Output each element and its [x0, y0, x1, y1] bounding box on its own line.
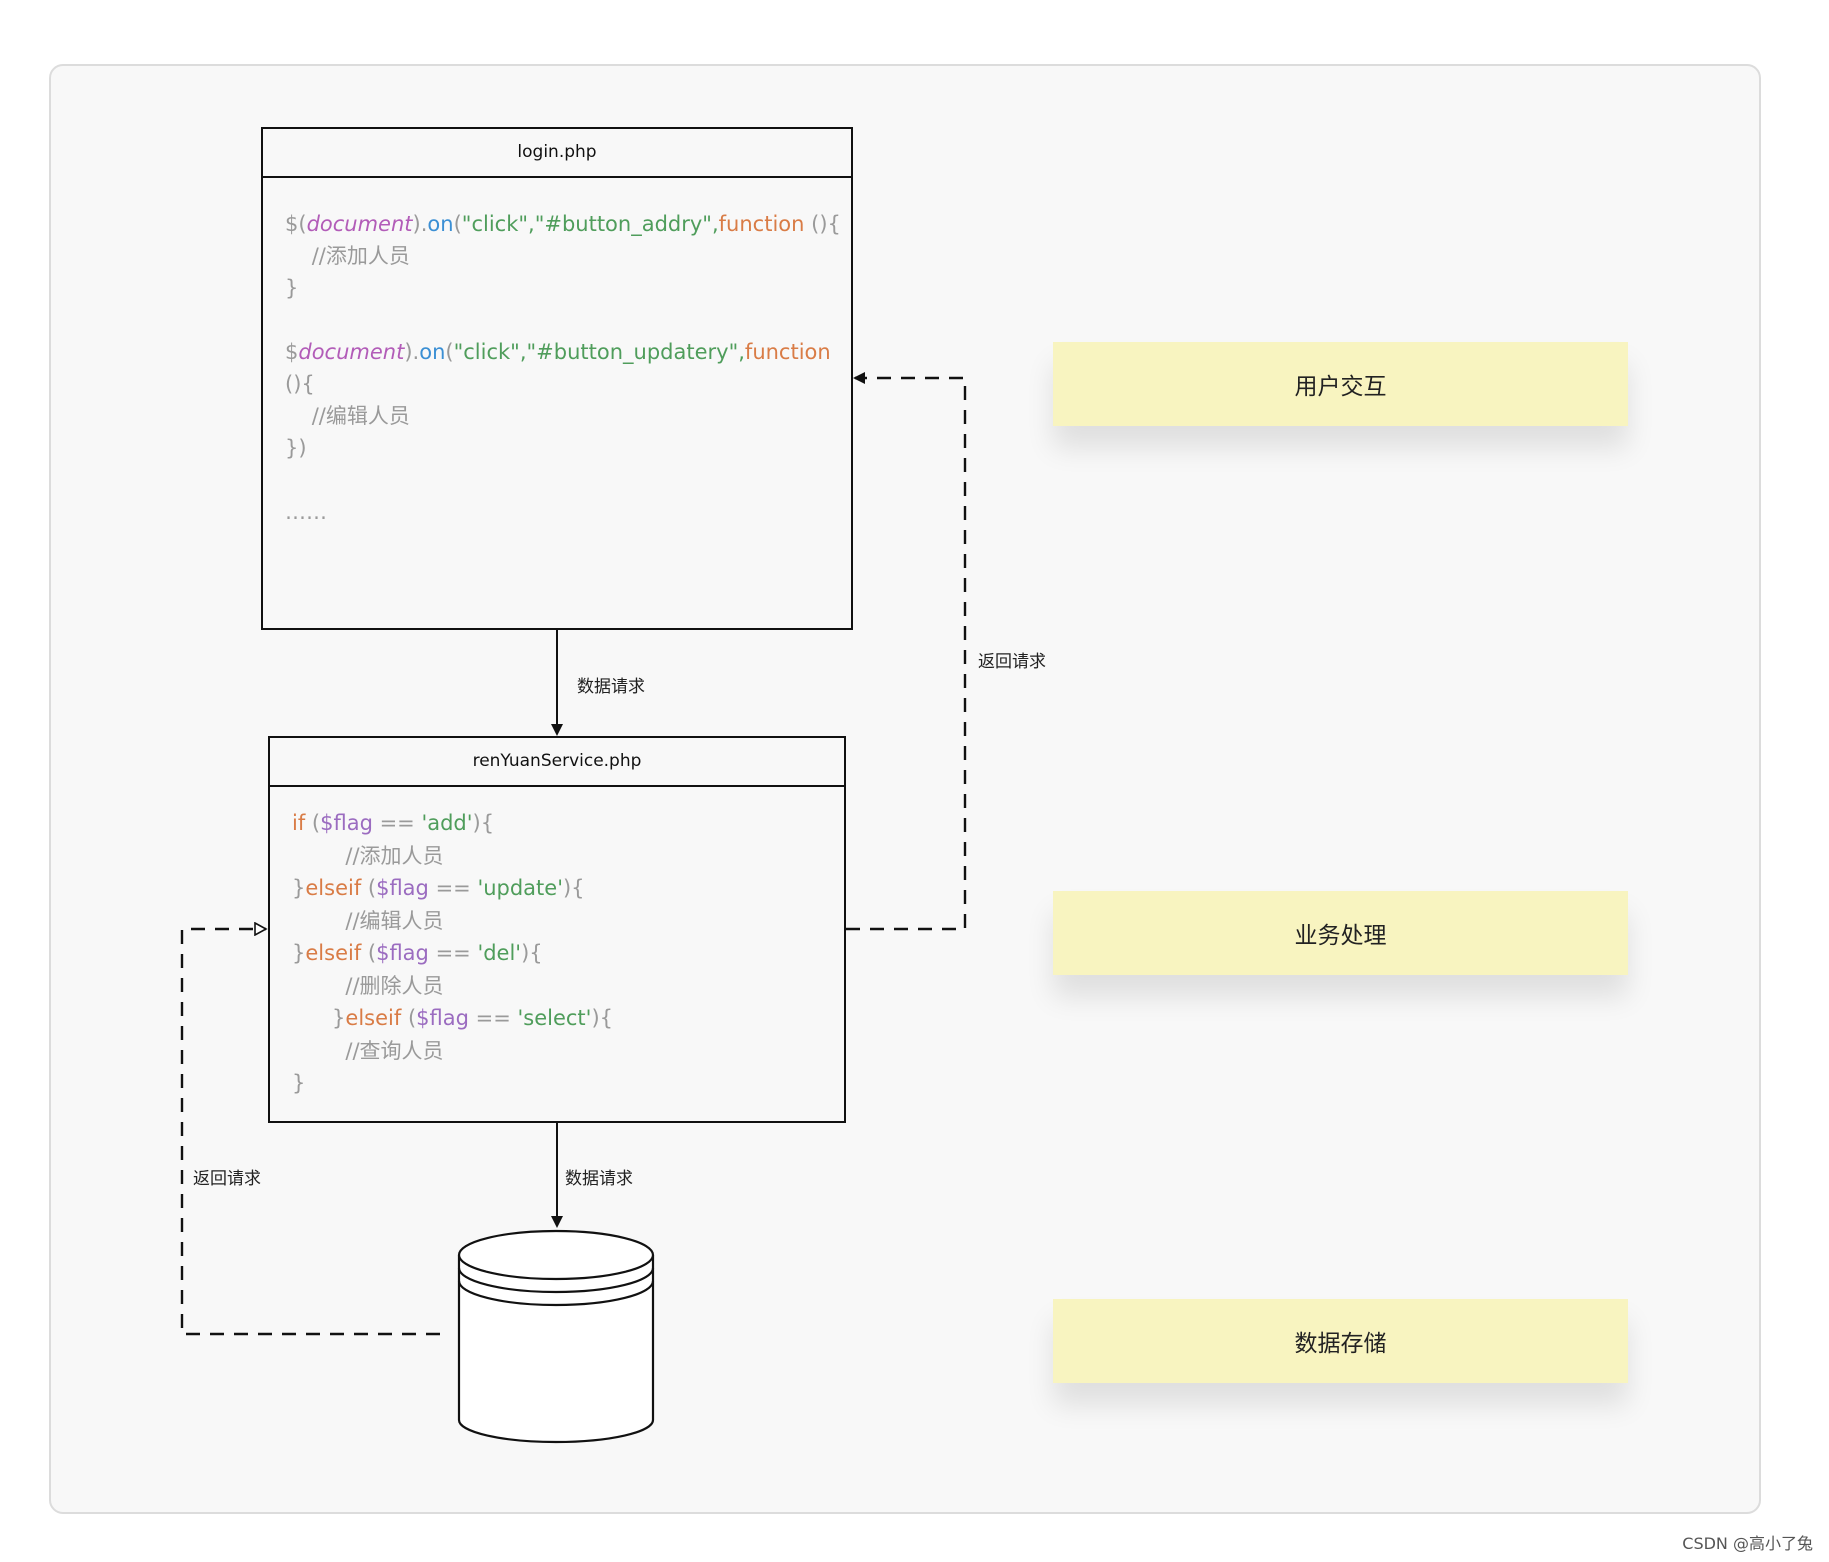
code-line: //编辑人员 — [292, 905, 444, 937]
code-token: on — [419, 340, 446, 364]
database-cylinder[interactable] — [457, 1229, 655, 1444]
code-token: function — [718, 212, 805, 236]
code-token: //编辑人员 — [292, 908, 444, 933]
code-token: $( — [285, 212, 307, 236]
code-token: } — [292, 1071, 306, 1095]
code-token: $flag — [376, 876, 429, 900]
code-token: } — [292, 876, 306, 900]
code-line: //查询人员 — [292, 1035, 444, 1067]
code-token: ( — [445, 340, 454, 364]
code-token: elseif — [305, 876, 362, 900]
code-line: } — [285, 272, 298, 304]
code-token: 'add' — [421, 811, 473, 835]
code-token: 'select' — [517, 1006, 592, 1030]
code-token: $flag — [416, 1006, 469, 1030]
code-line: }elseif ($flag == 'select'){ — [292, 1002, 613, 1034]
login-php-title: login.php — [263, 129, 851, 178]
code-token: "click","#button_addry", — [461, 212, 719, 236]
code-token: ){ — [591, 1006, 613, 1030]
sticky-business-processing[interactable]: 业务处理 — [1053, 891, 1628, 975]
code-token: ( — [305, 811, 321, 835]
code-token: ( — [361, 941, 377, 965]
sticky-user-interaction-text: 用户交互 — [1294, 374, 1387, 400]
footer-credit: CSDN @高小了兔 — [1682, 1534, 1813, 1553]
code-line: //编辑人员 — [285, 400, 410, 432]
code-token: $flag — [320, 811, 373, 835]
code-token: //添加人员 — [285, 244, 410, 268]
code-line: }elseif ($flag == 'del'){ — [292, 937, 543, 969]
code-token: 'update' — [477, 876, 563, 900]
code-token: elseif — [345, 1006, 402, 1030]
label-login-to-service: 数据请求 — [577, 677, 645, 697]
renyuanservice-php-box[interactable]: renYuanService.php if ($flag == 'add'){ … — [268, 736, 846, 1123]
sticky-user-interaction[interactable]: 用户交互 — [1053, 342, 1628, 426]
label-db-to-service-return: 返回请求 — [193, 1169, 261, 1189]
code-line: //添加人员 — [285, 240, 410, 272]
code-token: } — [285, 276, 299, 300]
code-line: }) — [285, 432, 307, 464]
code-line: } — [292, 1067, 305, 1099]
code-token: ( — [453, 212, 462, 236]
sticky-data-storage[interactable]: 数据存储 — [1053, 1299, 1628, 1383]
renyuanservice-php-title: renYuanService.php — [270, 738, 844, 787]
code-line: $document).on("click","#button_updatery"… — [285, 336, 831, 368]
renyuanservice-php-code: if ($flag == 'add'){ //添加人员}elseif ($fla… — [270, 787, 844, 1123]
code-token: ){ — [562, 876, 585, 900]
code-token: == — [468, 1006, 518, 1030]
label-service-to-db: 数据请求 — [565, 1169, 633, 1189]
code-token: 'del' — [477, 941, 522, 965]
code-token: $ — [285, 340, 299, 364]
code-line: //删除人员 — [292, 970, 444, 1002]
code-line: }elseif ($flag == 'update'){ — [292, 872, 585, 904]
code-token: ). — [404, 340, 420, 364]
code-token: ){ — [472, 811, 495, 835]
code-token: == — [428, 941, 478, 965]
code-line: //添加人员 — [292, 840, 444, 872]
code-token: if — [292, 811, 306, 835]
code-token: }) — [285, 436, 307, 460]
sticky-data-storage-text: 数据存储 — [1294, 1331, 1387, 1357]
code-token: (){ — [285, 372, 315, 396]
code-line: if ($flag == 'add'){ — [292, 807, 494, 839]
code-token: ). — [412, 212, 428, 236]
code-token: document — [306, 212, 413, 236]
login-php-box[interactable]: login.php $(document).on("click","#butto… — [261, 127, 853, 630]
code-token: $flag — [376, 941, 429, 965]
code-token: elseif — [305, 941, 362, 965]
code-line: $(document).on("click","#button_addry",f… — [285, 208, 841, 240]
code-token: //查询人员 — [292, 1038, 444, 1063]
code-token: //删除人员 — [292, 973, 444, 998]
code-token: (){ — [804, 212, 841, 236]
edge-db-to-service-return — [180, 929, 440, 1336]
code-token: //编辑人员 — [285, 404, 410, 428]
code-token: //添加人员 — [292, 843, 444, 868]
code-token: ){ — [521, 941, 543, 965]
code-line: (){ — [285, 368, 315, 400]
code-line: …… — [285, 496, 327, 528]
code-token: } — [292, 1006, 346, 1030]
code-token: == — [428, 876, 478, 900]
code-token: ( — [361, 876, 377, 900]
label-service-to-login-return: 返回请求 — [978, 652, 1046, 672]
code-token: == — [372, 811, 422, 835]
code-token: document — [298, 340, 405, 364]
edge-service-to-login-return — [846, 372, 967, 931]
code-token: …… — [285, 500, 327, 524]
code-token: "click","#button_updatery", — [453, 340, 745, 364]
login-php-code: $(document).on("click","#button_addry",f… — [263, 178, 851, 628]
code-token: function — [744, 340, 831, 364]
code-token: ( — [401, 1006, 417, 1030]
code-token: on — [427, 212, 454, 236]
sticky-business-processing-text: 业务处理 — [1294, 923, 1387, 949]
code-token: } — [292, 941, 306, 965]
